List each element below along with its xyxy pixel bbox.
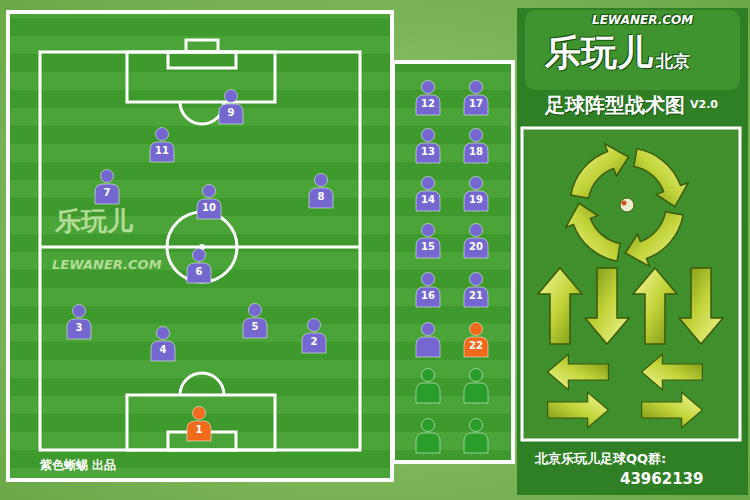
player-number: 15 (414, 240, 442, 254)
player-icon: 8 (307, 173, 335, 209)
player-icon: 4 (149, 326, 177, 362)
player-number: 11 (148, 144, 176, 158)
player-number: 22 (462, 339, 490, 353)
player-icon: 10 (195, 184, 223, 220)
player-icon: 18 (462, 128, 490, 164)
player-icon: 21 (462, 272, 490, 308)
logo-url-box: LEWANER.COM (592, 14, 693, 28)
watermark-text: 乐玩儿 (55, 207, 133, 237)
player-number: 19 (462, 193, 490, 207)
player-icon: 20 (462, 223, 490, 259)
version-label: V2.0 (690, 99, 718, 112)
player-icon: 2 (300, 318, 328, 354)
player-icon: 9 (217, 89, 245, 125)
player-icon: 12 (414, 80, 442, 116)
player-icon: 6 (185, 248, 213, 284)
player-icon: 1 (185, 406, 213, 442)
version-label-box: V2.0 (690, 99, 718, 112)
player-icon: 17 (462, 80, 490, 116)
player-number: 1 (185, 423, 213, 437)
player-number: 16 (414, 289, 442, 303)
player-number: 7 (93, 186, 121, 200)
logo-text-box: 乐玩儿 (545, 32, 653, 73)
player-number: 10 (195, 201, 223, 215)
qq-group-label: 北京乐玩儿足球QQ群: (535, 452, 666, 467)
author-credit-box: 紫色蜥蜴 出品 (40, 459, 116, 473)
logo-text: 乐玩儿 (545, 32, 653, 73)
player-number: 21 (462, 289, 490, 303)
player-number: 4 (149, 343, 177, 357)
player-number: 8 (307, 190, 335, 204)
watermark-url-box: LEWANER.COM (52, 258, 162, 273)
logo-city: 北京 (656, 52, 690, 72)
player-number: 3 (65, 321, 93, 335)
player-number: 14 (414, 193, 442, 207)
player-icon: 16 (414, 272, 442, 308)
watermark-url: LEWANER.COM (52, 258, 162, 273)
player-number: 6 (185, 265, 213, 279)
logo-url: LEWANER.COM (592, 14, 693, 28)
player-icon: 13 (414, 128, 442, 164)
player-number: 20 (462, 240, 490, 254)
qq-number: 43962139 (620, 471, 704, 488)
player-number: 18 (462, 145, 490, 159)
player-icon: 14 (414, 176, 442, 212)
player-number: 5 (241, 320, 269, 334)
player-icon: 7 (93, 169, 121, 205)
player-number: 12 (414, 97, 442, 111)
title-text: 足球阵型战术图 (545, 94, 685, 117)
author-credit: 紫色蜥蜴 出品 (40, 459, 116, 473)
player-icon: 19 (462, 176, 490, 212)
player-icon: 15 (414, 223, 442, 259)
player-icon: 3 (65, 304, 93, 340)
player-number: 13 (414, 145, 442, 159)
watermark-text-box: 乐玩儿 (55, 207, 133, 237)
player-number: 9 (217, 106, 245, 120)
title-text-box: 足球阵型战术图 (545, 94, 685, 117)
player-number: 17 (462, 97, 490, 111)
qq-number-box: 43962139 (620, 471, 704, 488)
player-icon: 11 (148, 127, 176, 163)
player-number: 2 (300, 335, 328, 349)
player-icon: 22 (462, 322, 490, 358)
qq-group-label-box: 北京乐玩儿足球QQ群: (535, 452, 666, 467)
player-icon: 5 (241, 303, 269, 339)
logo-city-box: 北京 (656, 52, 690, 72)
